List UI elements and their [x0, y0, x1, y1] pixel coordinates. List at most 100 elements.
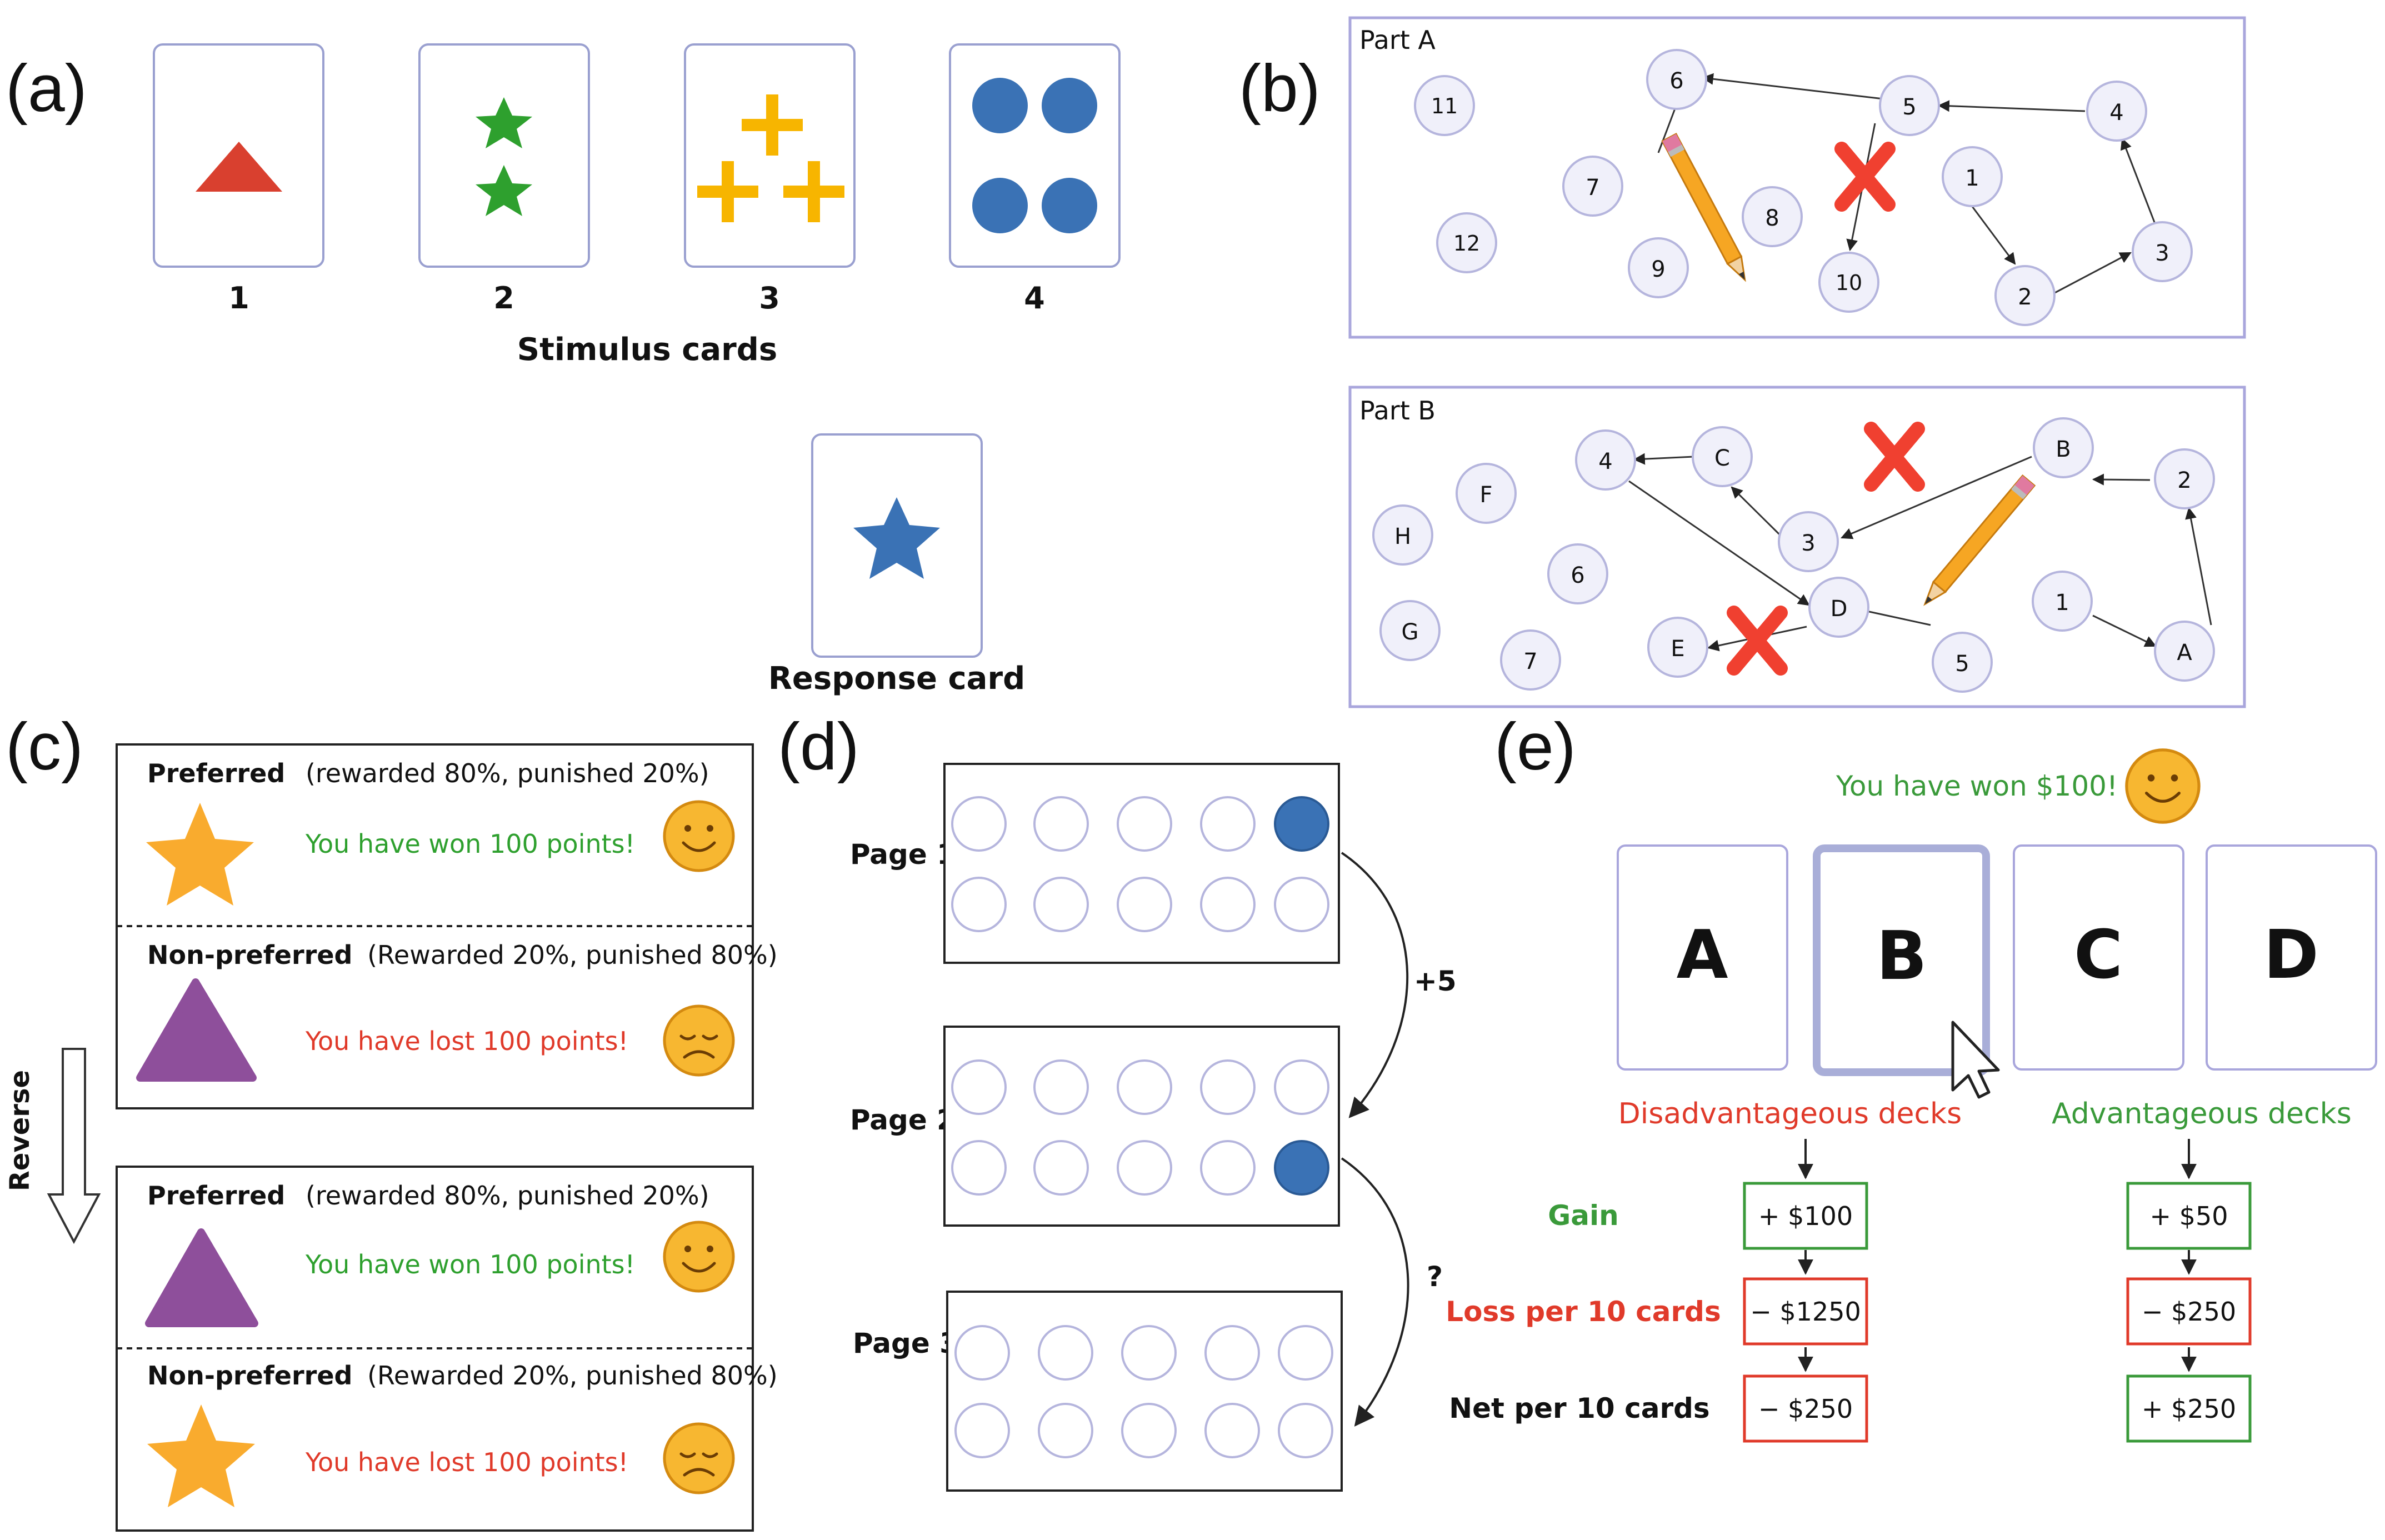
response-caption: Response card: [768, 661, 1025, 697]
svg-text:12: 12: [1453, 231, 1480, 256]
trail-node: 8: [1742, 186, 1803, 247]
trail-node: 5: [1932, 632, 1993, 693]
triangle-icon: [145, 1228, 258, 1327]
svg-text:B: B: [2056, 437, 2071, 462]
advantageous-flow: + $50 − $250 + $250: [2126, 1139, 2252, 1443]
triangle-icon: [196, 142, 282, 192]
smile-face-icon: [664, 1222, 733, 1291]
trail-node: 2: [2154, 448, 2215, 509]
sad-face-icon: [664, 1006, 733, 1075]
gain-row-label: Gain: [1548, 1199, 1619, 1232]
panel-label-d: (d): [778, 709, 859, 784]
nonpreferred-detail: (Rewarded 20%, punished 80%): [367, 1361, 778, 1391]
trail-node: 11: [1414, 75, 1475, 136]
panel-label-a: (a): [6, 51, 87, 126]
stimulus-card-1: 1: [153, 43, 324, 316]
lost-text: You have lost 100 points!: [305, 1447, 628, 1477]
reverse-arrow: Reverse: [4, 1048, 101, 1244]
disadvantageous-label: Disadvantageous decks: [1618, 1097, 1962, 1131]
circle-icon: [1042, 78, 1097, 133]
svg-text:− $250: − $250: [2142, 1297, 2236, 1327]
panel-b: (b) Part A 1 2 3 4 5 6 7 8 9 10 1: [1239, 16, 2246, 708]
svg-text:6: 6: [1669, 68, 1683, 94]
svg-text:A: A: [1677, 917, 1728, 994]
triangle-icon: [136, 978, 257, 1082]
smile-face-icon: [2127, 750, 2199, 822]
star-icon: [147, 1404, 255, 1507]
svg-text:10: 10: [1836, 271, 1862, 295]
trail-node: 7: [1562, 156, 1623, 217]
panel-e: (e) You have won $100! A B C D Disadvant…: [1446, 709, 2377, 1443]
card-number: 4: [1024, 281, 1045, 316]
svg-text:D: D: [1831, 596, 1848, 622]
circle-icon: [1042, 178, 1097, 233]
svg-text:Preferred (rewarded 80: Preferred (rewarded 80%, punished 20%): [147, 758, 709, 788]
response-card: [811, 433, 983, 658]
trail-node: A: [2154, 621, 2215, 682]
page-label: Page 3: [853, 1327, 959, 1359]
net-box: − $250: [1743, 1374, 1868, 1443]
star-icon: [146, 803, 254, 906]
trail-node: 4: [1575, 429, 1636, 491]
svg-text:Preferred (rewarded 80: Preferred (rewarded 80%, punished 20%): [147, 1181, 709, 1211]
page-label: Page 1: [850, 838, 956, 871]
page-label: Page 2: [850, 1104, 956, 1136]
transition-label-1: +5: [1414, 965, 1457, 997]
trail-node: 3: [1778, 511, 1839, 572]
svg-text:+ $50: + $50: [2150, 1201, 2228, 1231]
svg-text:+ $100: + $100: [1758, 1201, 1853, 1231]
trail-node: 5: [1879, 75, 1940, 136]
svg-text:C: C: [1714, 446, 1730, 471]
svg-text:6: 6: [1571, 563, 1584, 588]
deck-d[interactable]: D: [2206, 844, 2377, 1071]
panel-a: (a) 1 2 3 4 S: [6, 43, 1121, 697]
reverse-label: Reverse: [4, 1070, 36, 1191]
nonpreferred-detail: (Rewarded 20%, punished 80%): [367, 940, 778, 970]
stimulus-card-4: 4: [949, 43, 1121, 316]
stimulus-caption: Stimulus cards: [517, 332, 777, 368]
panel-label-c: (c): [6, 709, 83, 784]
deck-b[interactable]: B: [1813, 844, 1990, 1076]
svg-text:H: H: [1394, 524, 1411, 549]
reversal-block-bottom: Preferred (rewarded 80%, punished 20%) Y…: [116, 1166, 778, 1532]
trail-node: 1: [2032, 571, 2093, 632]
svg-text:1: 1: [1965, 166, 1979, 191]
svg-text:1: 1: [2055, 590, 2069, 616]
trail-node: 2: [1994, 265, 2056, 326]
circle-icon: [972, 78, 1028, 133]
preferred-detail: (rewarded 80%, punished 20%): [306, 1181, 709, 1211]
svg-text:7: 7: [1523, 649, 1537, 674]
card-number: 3: [759, 281, 780, 316]
trail-node: H: [1372, 504, 1433, 566]
svg-text:7: 7: [1586, 175, 1599, 201]
card-number: 1: [228, 281, 249, 316]
svg-text:2: 2: [2018, 284, 2032, 310]
trail-node: 1: [1942, 146, 2003, 207]
trail-node: 4: [2086, 81, 2147, 142]
trail-node: 12: [1436, 212, 1497, 273]
part-b-title: Part B: [1359, 396, 1436, 426]
trail-node: C: [1692, 426, 1753, 487]
svg-text:C: C: [2074, 917, 2123, 994]
lost-text: You have lost 100 points!: [305, 1026, 628, 1056]
sad-face-icon: [664, 1424, 733, 1493]
won-text: You have won $100!: [1836, 770, 2118, 802]
loss-box: − $250: [2126, 1277, 2252, 1346]
gain-box: + $50: [2126, 1182, 2252, 1250]
loss-box: − $1250: [1743, 1277, 1868, 1346]
selected-circle: [1274, 1140, 1329, 1196]
svg-text:− $250: − $250: [1758, 1394, 1853, 1424]
deck-c[interactable]: C: [2013, 844, 2184, 1071]
card-number: 2: [493, 281, 514, 316]
svg-text:9: 9: [1651, 257, 1665, 282]
svg-text:8: 8: [1765, 206, 1779, 231]
won-text: You have won 100 points!: [305, 829, 635, 859]
cross-icon: [697, 94, 844, 222]
net-row-label: Net per 10 cards: [1449, 1392, 1709, 1424]
trail-node: D: [1808, 577, 1869, 638]
advantageous-label: Advantageous decks: [2052, 1097, 2352, 1131]
svg-text:5: 5: [1902, 94, 1916, 120]
deck-a[interactable]: A: [1617, 844, 1788, 1071]
panel-d: (d) Page 1 Page 2 Page 3: [778, 709, 1457, 1492]
